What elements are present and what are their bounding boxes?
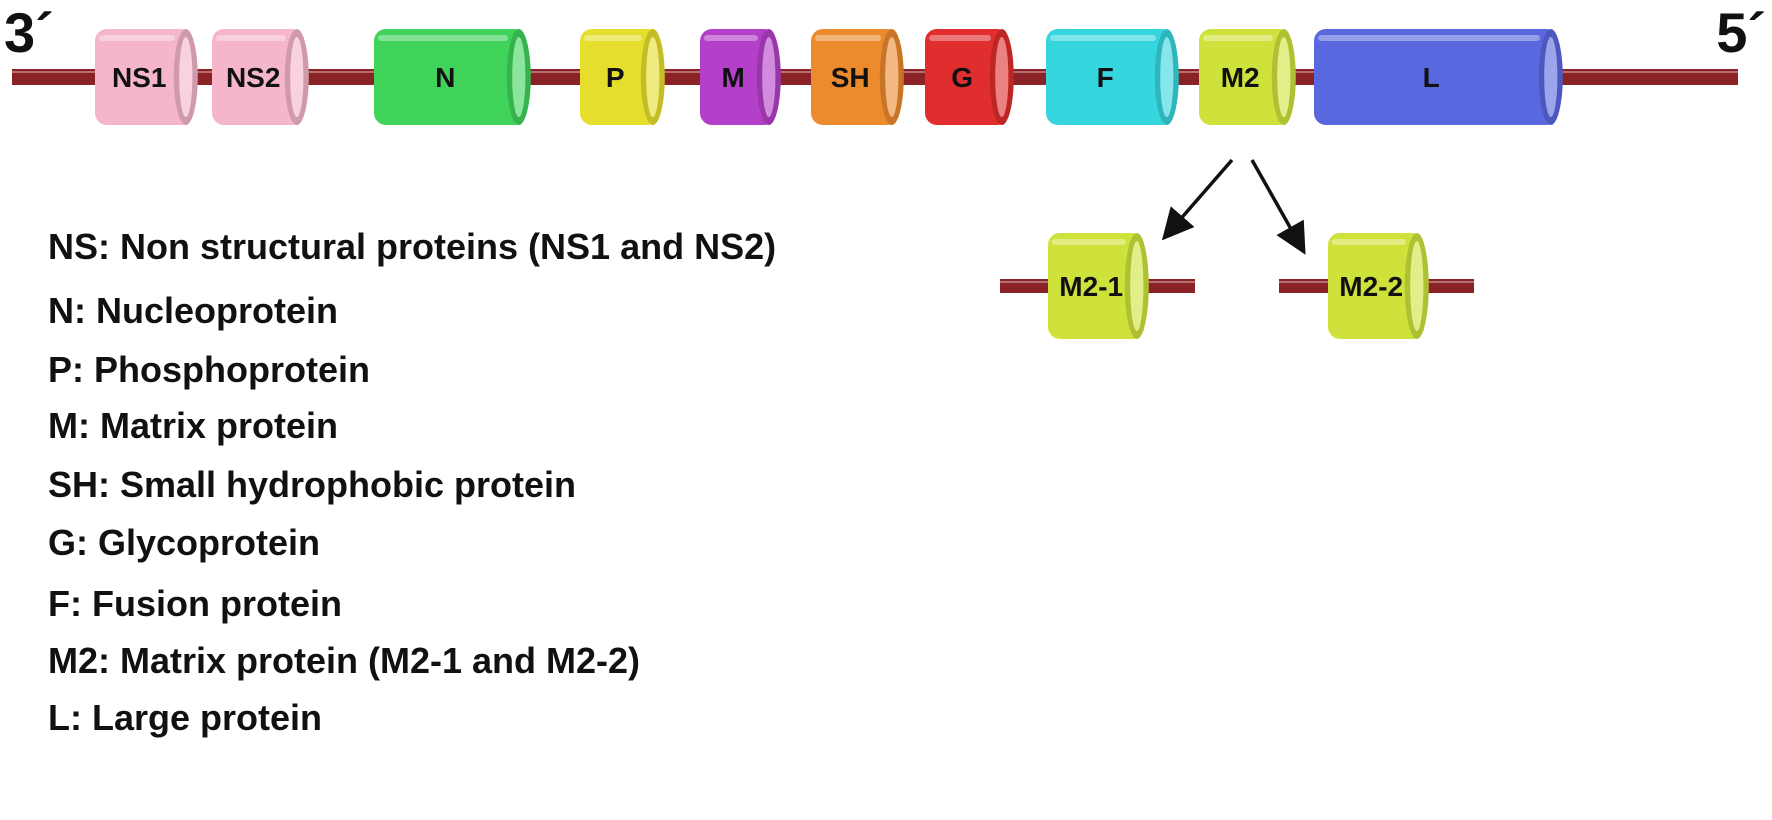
gene-ns1-shine <box>99 35 175 41</box>
gene-f-shine <box>1050 35 1156 41</box>
gene-ns2-hole <box>290 37 304 117</box>
gene-f: F <box>1046 29 1179 125</box>
gene-m2-hole <box>1277 37 1291 117</box>
gene-m2-1-shine <box>1052 239 1126 245</box>
gene-m-shine <box>704 35 758 41</box>
gene-m-body <box>700 29 776 125</box>
gene-ns1-body <box>95 29 193 125</box>
legend-item-l: L: Large protein <box>48 697 323 738</box>
legend-item-m2: M2: Matrix protein (M2-1 and M2-2) <box>48 640 641 681</box>
gene-m2-shine <box>1203 35 1273 41</box>
gene-m2: M2 <box>1199 29 1296 125</box>
gene-sh-label: SH <box>831 62 870 93</box>
gene-n-label: N <box>435 62 455 93</box>
three-prime-end-label: 3´ <box>4 1 54 64</box>
gene-m2-2-shine <box>1332 239 1406 245</box>
gene-n-body <box>374 29 526 125</box>
gene-f-hole <box>1160 37 1174 117</box>
gene-g: G <box>925 29 1014 125</box>
gene-l-hole <box>1544 37 1558 117</box>
legend-item-n: N: Nucleoprotein <box>48 290 339 331</box>
gene-ns2: NS2 <box>212 29 309 125</box>
gene-ns1: NS1 <box>95 29 198 125</box>
gene-p-shine <box>584 35 642 41</box>
gene-g-hole <box>995 37 1009 117</box>
gene-p-hole <box>646 37 660 117</box>
gene-sh-hole <box>885 37 899 117</box>
gene-g-label: G <box>951 62 973 93</box>
legend-item-ns: NS: Non structural proteins (NS1 and NS2… <box>48 226 777 267</box>
gene-ns1-hole <box>179 37 193 117</box>
gene-ns1-label: NS1 <box>112 62 166 93</box>
legend-item-f: F: Fusion protein <box>48 583 342 624</box>
arrow-to-m2-2 <box>1250 159 1306 255</box>
gene-m2-1-body <box>1048 233 1144 339</box>
gene-l-label: L <box>1423 62 1440 93</box>
gene-ns2-body <box>212 29 304 125</box>
gene-ns2-label: NS2 <box>226 62 280 93</box>
gene-l-shine <box>1318 35 1540 41</box>
legend-item-g: G: Glycoprotein <box>48 522 321 563</box>
gene-sh-shine <box>815 35 881 41</box>
gene-m2-2-label: M2-2 <box>1339 271 1403 302</box>
five-prime-end-label: 5´ <box>1716 1 1766 64</box>
gene-f-body <box>1046 29 1174 125</box>
legend-item-p: P: Phosphoprotein <box>48 349 370 390</box>
gene-sh: SH <box>811 29 904 125</box>
legend-item-m: M: Matrix protein <box>48 405 339 446</box>
gene-p: P <box>580 29 665 125</box>
gene-f-label: F <box>1097 62 1114 93</box>
gene-m2-2: M2-2 <box>1328 233 1429 339</box>
gene-l: L <box>1314 29 1563 125</box>
gene-sh-body <box>811 29 899 125</box>
gene-m-hole <box>762 37 776 117</box>
gene-m2-body <box>1199 29 1291 125</box>
arrow-to-m2-1 <box>1161 158 1234 241</box>
gene-m: M <box>700 29 781 125</box>
gene-n: N <box>374 29 531 125</box>
gene-m2-1: M2-1 <box>1048 233 1149 339</box>
gene-ns2-shine <box>216 35 286 41</box>
gene-l-body <box>1314 29 1558 125</box>
gene-p-label: P <box>606 62 625 93</box>
gene-n-shine <box>378 35 508 41</box>
gene-m2-1-label: M2-1 <box>1059 271 1123 302</box>
gene-n-hole <box>512 37 526 117</box>
legend-item-sh: SH: Small hydrophobic protein <box>48 464 577 505</box>
gene-m2-2-body <box>1328 233 1424 339</box>
gene-m2-1-hole <box>1130 241 1144 331</box>
gene-m2-label: M2 <box>1221 62 1260 93</box>
gene-g-shine <box>929 35 991 41</box>
gene-m-label: M <box>722 62 745 93</box>
gene-p-body <box>580 29 660 125</box>
gene-g-body <box>925 29 1009 125</box>
gene-m2-2-hole <box>1410 241 1424 331</box>
